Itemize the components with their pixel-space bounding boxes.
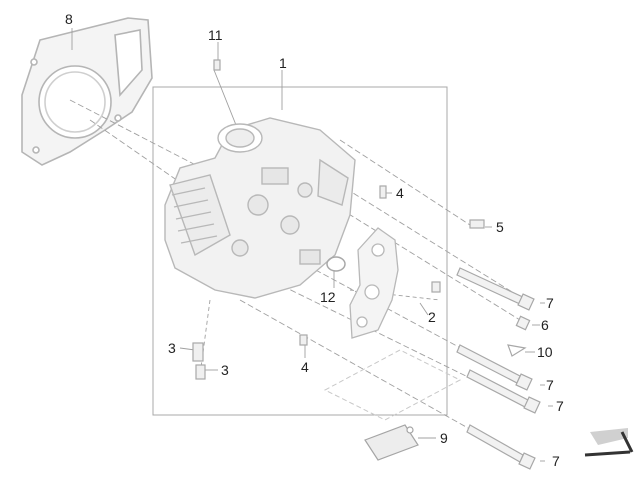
bolts-part	[456, 267, 541, 470]
callout-7d: 7	[552, 453, 560, 469]
callout-3b: 3	[221, 362, 229, 378]
callout-6: 6	[541, 317, 549, 333]
callout-10: 10	[537, 344, 553, 360]
cylinder-head-part	[164, 117, 356, 299]
callout-7a: 7	[546, 295, 554, 311]
bracket-part	[349, 227, 399, 339]
small-parts	[192, 59, 527, 380]
tray-outline	[323, 349, 462, 421]
callout-7c: 7	[556, 398, 564, 414]
callout-1: 1	[279, 55, 287, 71]
callout-9: 9	[440, 430, 448, 446]
direction-arrow-icon	[584, 428, 634, 457]
callout-12: 12	[320, 289, 336, 305]
plate-part	[364, 424, 419, 461]
callout-4a: 4	[396, 185, 404, 201]
callout-4b: 4	[301, 359, 309, 375]
callout-3a: 3	[168, 340, 176, 356]
callout-8: 8	[65, 11, 73, 27]
leader-lines	[69, 28, 553, 462]
o-ring-part	[326, 256, 346, 272]
callout-2: 2	[428, 309, 436, 325]
callout-5: 5	[496, 219, 504, 235]
callout-11: 11	[208, 27, 223, 43]
callout-7b: 7	[546, 377, 554, 393]
gasket-part	[21, 17, 153, 166]
